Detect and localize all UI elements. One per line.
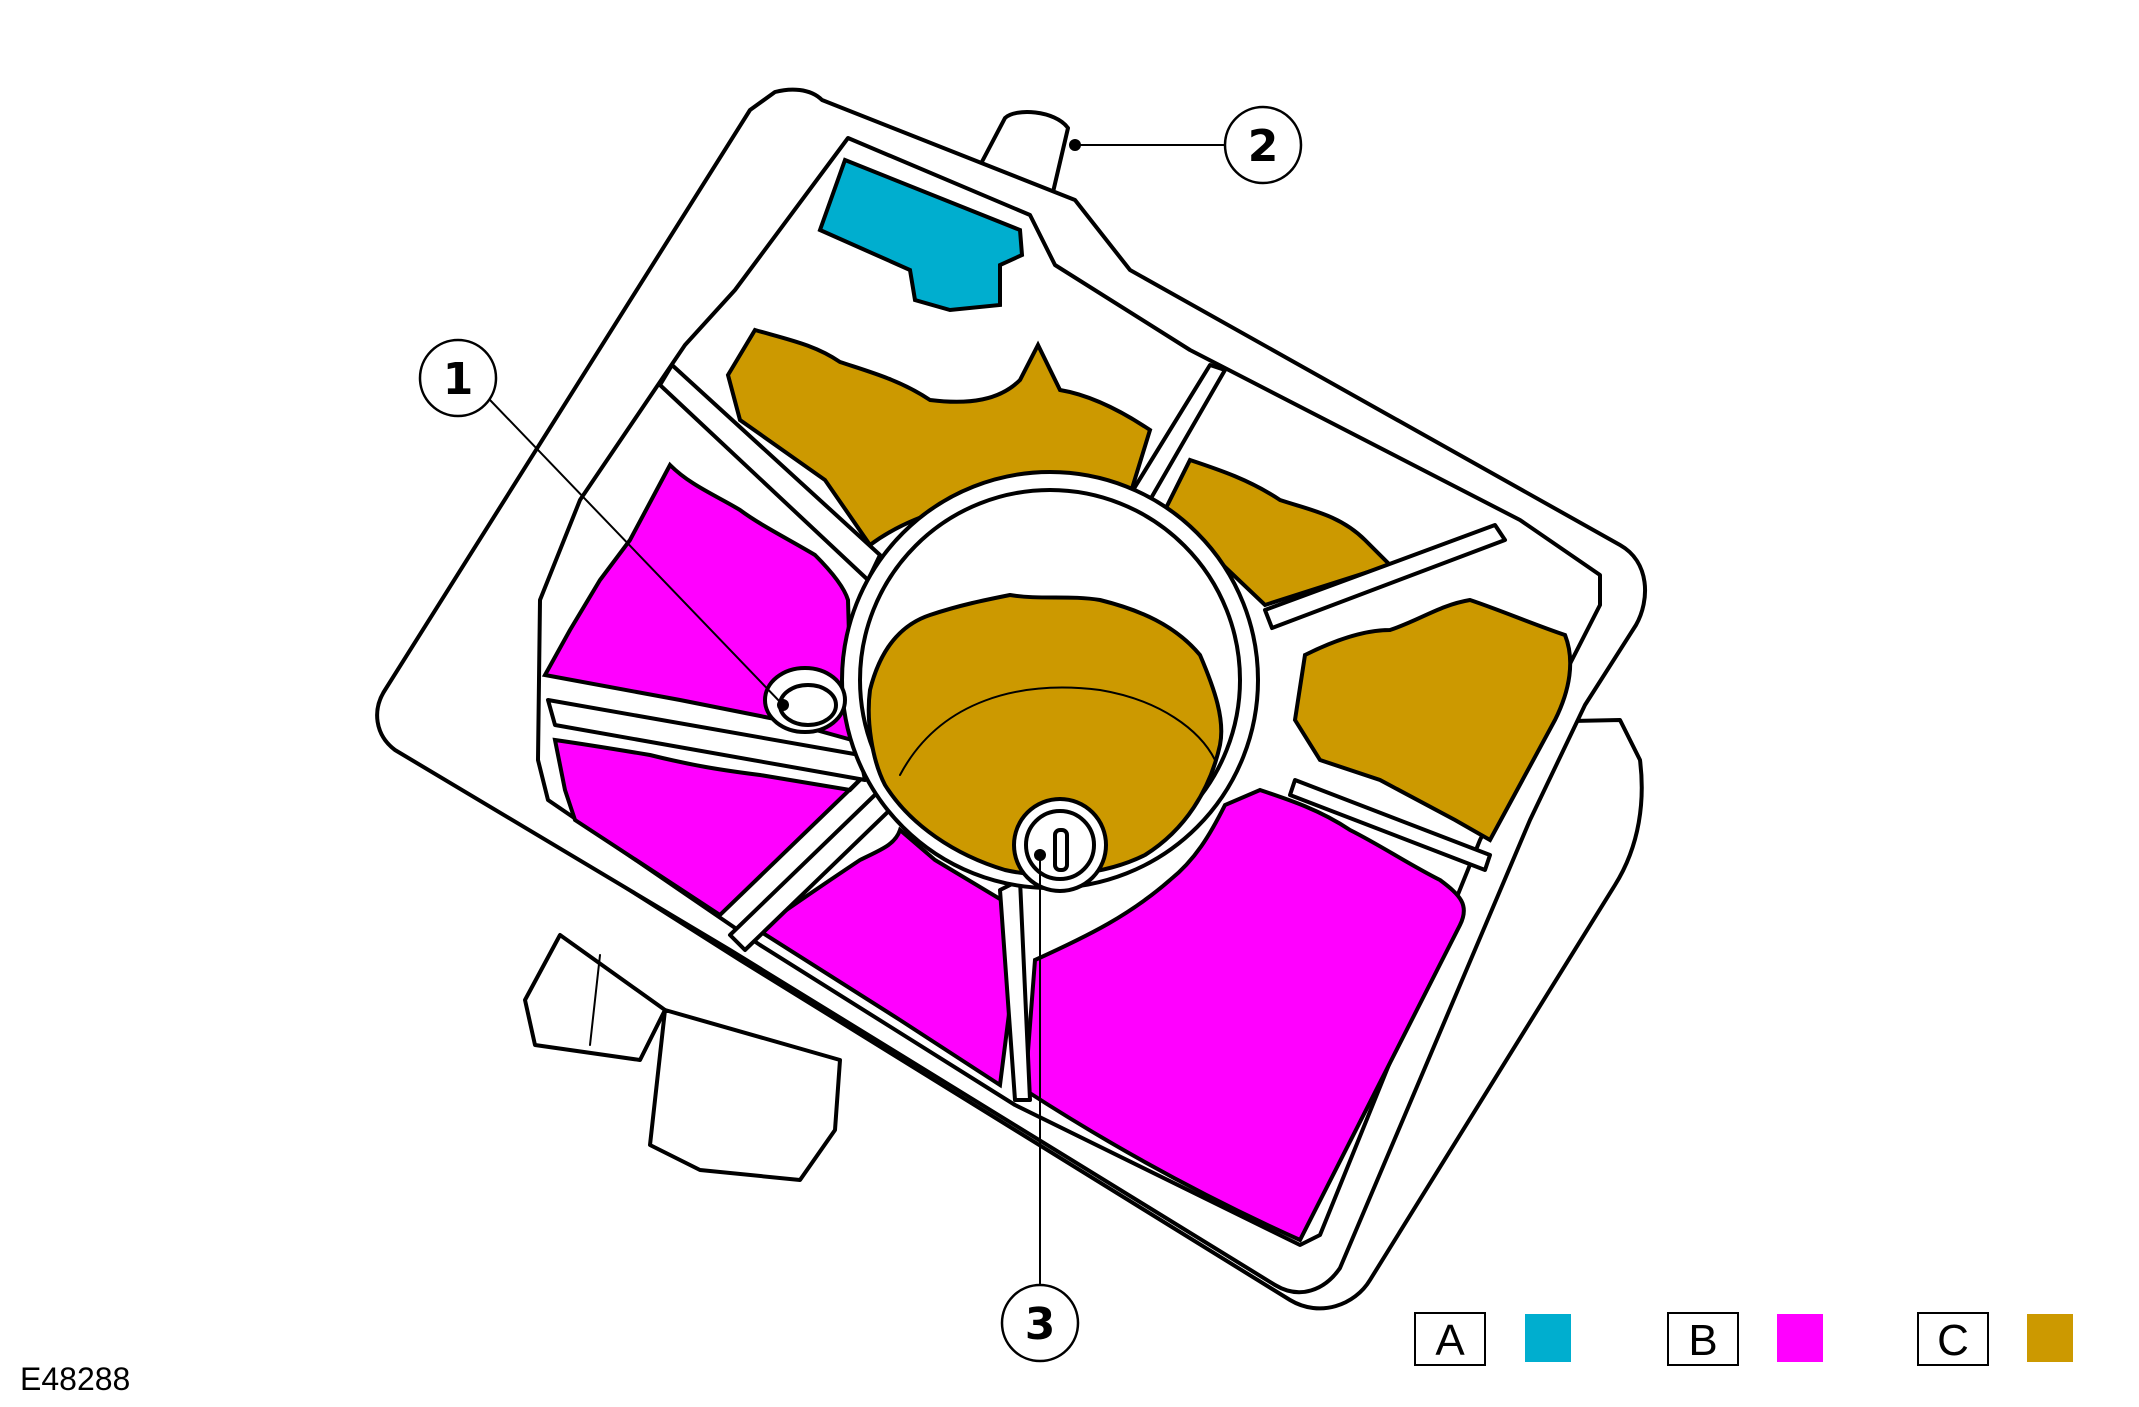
legend-label-c: C — [1937, 1316, 1969, 1365]
callout-3-number: 3 — [1025, 1299, 1056, 1350]
fluid-c-center — [866, 592, 1224, 877]
outlet-pipes — [523, 933, 842, 1182]
legend-label-a: A — [1435, 1316, 1465, 1365]
fluid-b-lower-left — [552, 737, 872, 918]
legend-item-c: C — [1917, 1312, 2073, 1366]
legend-swatch-b — [1777, 1314, 1823, 1362]
legend-swatch-c — [2027, 1314, 2073, 1362]
callout-3: 3 — [1000, 1283, 1080, 1363]
fluid-a-area — [817, 157, 1025, 313]
legend-item-a: A — [1414, 1312, 1571, 1366]
legend: A B C — [1414, 1312, 2073, 1366]
callout-1-number: 1 — [443, 354, 474, 405]
callout-2: 2 — [1223, 105, 1303, 185]
inner-tray — [536, 136, 1602, 1247]
central-cylinder — [840, 470, 1260, 893]
callout-2-number: 2 — [1248, 121, 1279, 172]
legend-swatch-a — [1525, 1314, 1571, 1362]
fluid-b-bottom-right — [1022, 787, 1466, 1243]
fluid-c-far-right — [1292, 597, 1573, 843]
leader-lines — [489, 139, 1225, 1285]
fluid-c-right — [1162, 457, 1394, 608]
figure-id: E48288 — [20, 1361, 130, 1397]
legend-label-b: B — [1688, 1316, 1717, 1365]
legend-item-b: B — [1667, 1312, 1823, 1366]
callout-1: 1 — [418, 338, 498, 418]
